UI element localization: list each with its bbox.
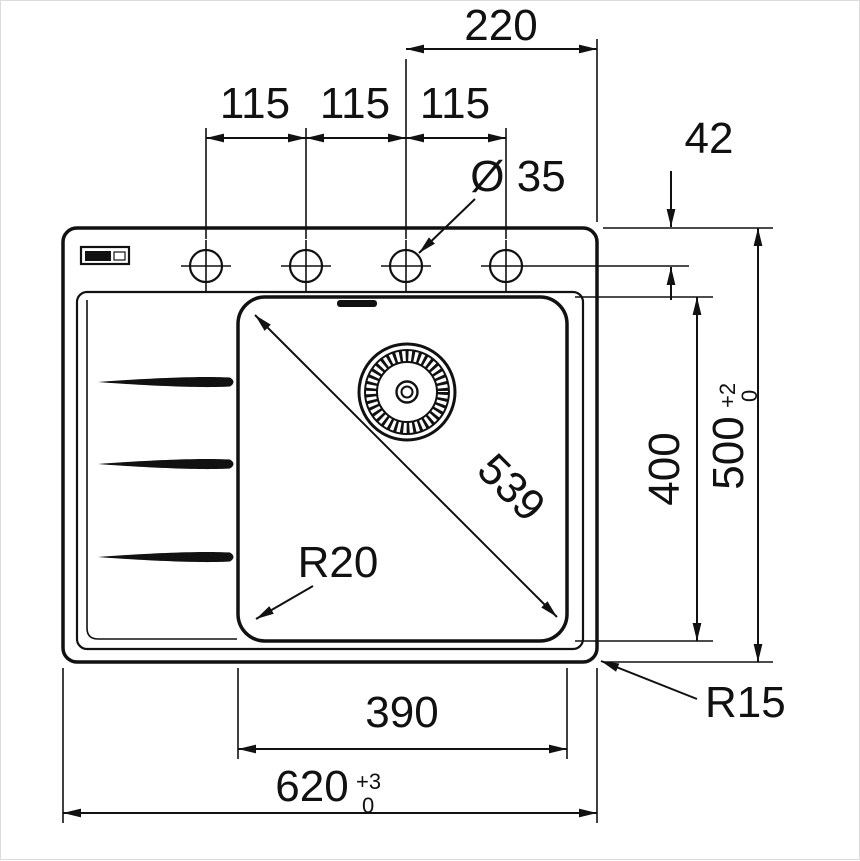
dim-390: 390	[237, 668, 568, 759]
groove-2	[98, 458, 234, 470]
dim-620-tol-lower: 0	[362, 793, 374, 818]
sink-body	[61, 226, 599, 664]
drainboard-grooves	[98, 376, 234, 563]
dim-400-label: 400	[640, 432, 689, 505]
dim-220: 220	[405, 1, 598, 239]
dim-r20: R20	[255, 538, 379, 620]
dim-220-label: 220	[464, 1, 537, 50]
dim-620-label: 620	[275, 762, 348, 811]
dim-620-tol-upper: +3	[356, 769, 381, 794]
dim-r15: R15	[600, 660, 786, 727]
tap-holes	[181, 240, 531, 292]
sink-outline	[61, 226, 599, 664]
dim-539-label: 539	[468, 444, 555, 531]
dim-620: 620 +3 0	[62, 668, 598, 823]
dim-42: 42	[531, 114, 773, 300]
groove-3	[98, 551, 234, 563]
dim-115-label-3: 115	[420, 79, 490, 128]
dim-390-label: 390	[365, 688, 438, 737]
sink-rim	[75, 290, 585, 651]
dim-115-label-1: 115	[220, 79, 290, 128]
tap-hole-2	[281, 240, 331, 292]
dim-115-chain: 115 115 115	[205, 79, 507, 239]
tap-hole-3	[381, 240, 431, 292]
dim-500-tol-upper: +2	[715, 383, 740, 408]
dim-115-label-2: 115	[320, 79, 390, 128]
dim-500: 500 +2 0	[603, 228, 773, 663]
dim-400: 400	[575, 296, 713, 642]
dim-r15-label: R15	[705, 678, 786, 727]
tap-hole-1	[181, 240, 231, 292]
groove-1	[98, 376, 234, 388]
bowl-outline	[236, 295, 569, 643]
drain	[357, 342, 457, 442]
brand-logo	[79, 245, 131, 266]
dim-hole-diameter: Ø 35	[418, 152, 566, 254]
dim-42-label: 42	[685, 114, 734, 163]
dim-r20-label: R20	[298, 538, 379, 587]
drainboard-inner-edge	[86, 300, 237, 640]
tap-hole-4	[481, 240, 531, 292]
dim-500-tol-lower: 0	[737, 390, 762, 402]
dim-dia-label: Ø 35	[470, 152, 565, 201]
drain-knurl-ring	[365, 350, 449, 434]
dim-500-label: 500	[704, 416, 753, 489]
overflow-slot	[337, 300, 377, 307]
